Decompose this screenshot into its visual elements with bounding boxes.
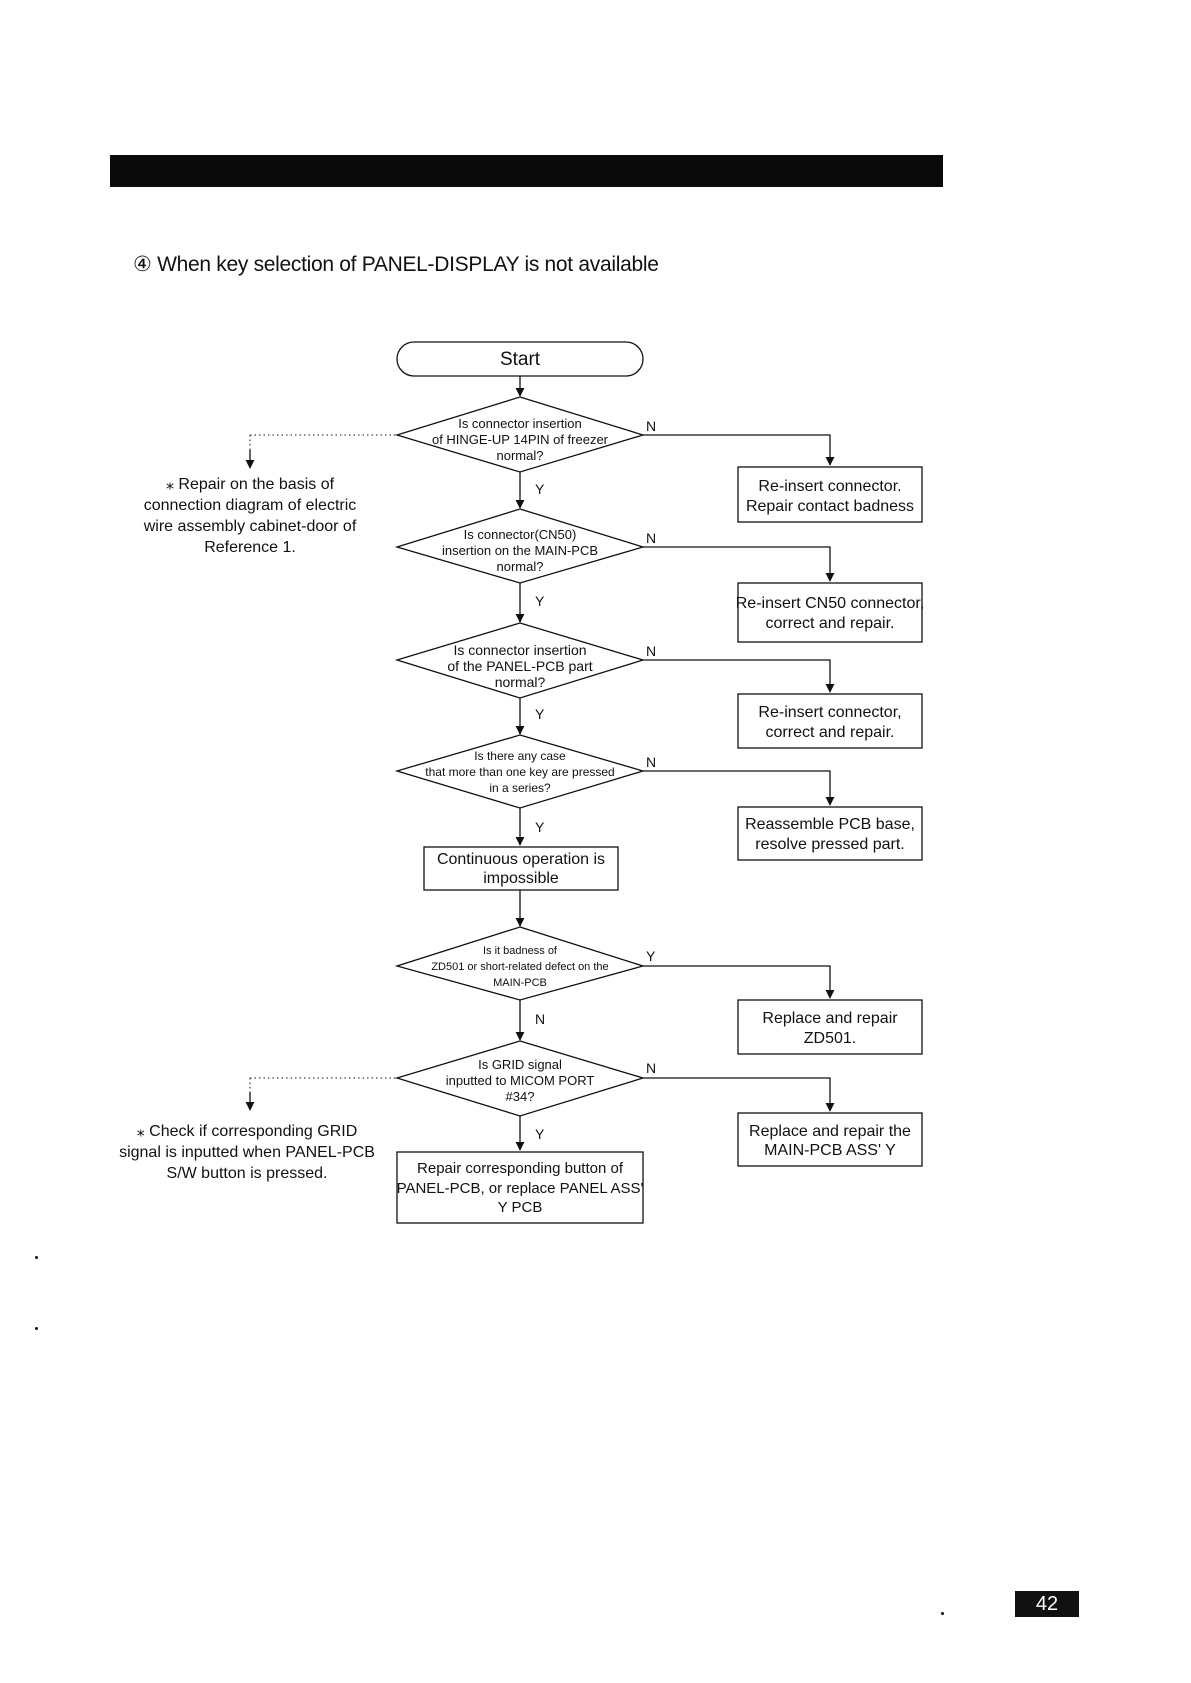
no-label: N (646, 530, 656, 546)
note-line: Reference 1. (204, 539, 296, 556)
yes-label: Y (535, 819, 545, 835)
decision-key-pressed: Is there any case that more than one key… (394, 734, 646, 809)
scan-dot (941, 1612, 944, 1615)
start-terminal: Start (396, 341, 644, 377)
decision-line: #34? (506, 1089, 535, 1104)
decision-line: Is there any case (474, 749, 566, 763)
section-title-text: When key selection of PANEL-DISPLAY is n… (157, 253, 659, 276)
decision-hinge-connector: Is connector insertion of HINGE-UP 14PIN… (394, 396, 646, 473)
note-check-grid: ⁎ Check if corresponding GRID signal is … (112, 1121, 382, 1184)
no-label: N (646, 754, 656, 770)
final-repair-box: Repair corresponding button of PANEL-PCB… (396, 1151, 644, 1224)
action-line: Repair contact badness (746, 498, 914, 515)
note-repair-wiring: ⁎ Repair on the basis of connection diag… (135, 474, 365, 558)
final-line: Y PCB (498, 1199, 543, 1216)
action-reinsert-panel-connector: Re-insert connector, correct and repair. (737, 693, 923, 749)
action-line: Reassemble PCB base, (745, 816, 915, 833)
decision-line: that more than one key are pressed (425, 765, 614, 779)
no-label: N (535, 1011, 545, 1027)
note-line: wire assembly cabinet-door of (143, 518, 357, 535)
decision-line: Is connector insertion (453, 642, 586, 658)
yes-label: Y (646, 948, 656, 964)
continuous-line: impossible (483, 870, 559, 887)
note-line: S/W button is pressed. (166, 1165, 328, 1182)
continuous-line: Continuous operation is (437, 851, 605, 868)
section-marker: ④ (133, 253, 152, 276)
no-label: N (646, 643, 656, 659)
decision-line: ZD501 or short-related defect on the (431, 961, 608, 973)
start-label: Start (500, 349, 541, 370)
note-line: connection diagram of electric (143, 497, 357, 514)
decision-line: of the PANEL-PCB part (447, 658, 592, 674)
decision-line: Is GRID signal (478, 1057, 562, 1072)
action-reinsert-connector: Re-insert connector. Repair contact badn… (737, 466, 923, 523)
action-line: Replace and repair (762, 1010, 898, 1027)
note-line: Repair on the basis of (178, 476, 335, 493)
yes-label: Y (535, 1126, 545, 1142)
header-bar (110, 155, 943, 187)
action-line: resolve pressed part. (755, 836, 904, 853)
decision-line: of HINGE-UP 14PIN of freezer (432, 432, 609, 447)
decision-panel-pcb-connector: Is connector insertion of the PANEL-PCB … (394, 622, 646, 699)
decision-line: in a series? (489, 781, 551, 795)
note-mark: ⁎ (136, 1123, 145, 1140)
action-replace-main-pcb: Replace and repair the MAIN-PCB ASS' Y (737, 1112, 923, 1167)
action-reinsert-cn50: Re-insert CN50 connector, correct and re… (736, 582, 925, 643)
action-line: Replace and repair the (749, 1123, 911, 1140)
action-line: Re-insert CN50 connector, (736, 595, 925, 612)
no-label: N (646, 1060, 656, 1076)
decision-line: normal? (497, 559, 544, 574)
action-line: ZD501. (804, 1030, 856, 1047)
action-line: correct and repair. (766, 724, 895, 741)
decision-line: normal? (497, 448, 544, 463)
decision-grid-signal: Is GRID signal inputted to MICOM PORT #3… (394, 1040, 646, 1117)
action-replace-zd501: Replace and repair ZD501. (737, 999, 923, 1055)
scan-dot (35, 1327, 38, 1330)
action-line: MAIN-PCB ASS' Y (764, 1142, 896, 1159)
action-line: Re-insert connector, (758, 704, 901, 721)
page-number: 42 (1015, 1591, 1079, 1617)
decision-line: MAIN-PCB (493, 977, 547, 989)
decision-line: Is it badness of (483, 945, 558, 957)
note-mark: ⁎ (165, 476, 174, 493)
section-title: ④ When key selection of PANEL-DISPLAY is… (133, 252, 659, 277)
decision-zd501: Is it badness of ZD501 or short-related … (394, 926, 646, 1001)
decision-line: normal? (495, 674, 546, 690)
decision-line: insertion on the MAIN-PCB (442, 543, 598, 558)
decision-cn50-connector: Is connector(CN50) insertion on the MAIN… (394, 508, 646, 584)
action-reassemble-pcb: Reassemble PCB base, resolve pressed par… (737, 806, 923, 861)
note-line: signal is inputted when PANEL-PCB (119, 1144, 375, 1161)
action-line: Re-insert connector. (758, 478, 901, 495)
continuous-operation-box: Continuous operation is impossible (423, 846, 619, 891)
decision-line: Is connector(CN50) (464, 527, 577, 542)
action-line: correct and repair. (766, 615, 895, 632)
yes-label: Y (535, 706, 545, 722)
decision-line: inputted to MICOM PORT (446, 1073, 595, 1088)
final-line: Repair corresponding button of (417, 1160, 624, 1177)
scan-dot (35, 1256, 38, 1259)
no-label: N (646, 418, 656, 434)
final-line: PANEL-PCB, or replace PANEL ASS' (397, 1180, 644, 1197)
decision-line: Is connector insertion (458, 416, 582, 431)
yes-label: Y (535, 481, 545, 497)
note-line: Check if corresponding GRID (149, 1123, 358, 1140)
yes-label: Y (535, 593, 545, 609)
